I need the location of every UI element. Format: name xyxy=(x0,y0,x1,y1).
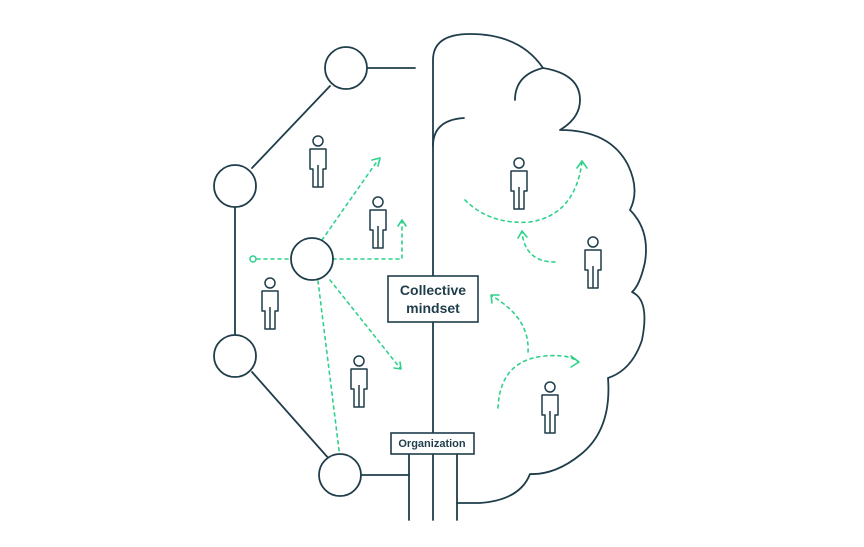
dash-arc-top xyxy=(464,161,583,224)
person-icon xyxy=(369,196,387,249)
arrowhead-arc-top xyxy=(576,160,588,169)
dash-hub-right xyxy=(332,221,403,260)
label-line-1: Collective xyxy=(400,282,466,298)
dash-arc-mid xyxy=(521,231,556,263)
network-edge-lower-diag xyxy=(251,371,331,461)
dash-arc-lower xyxy=(497,354,579,409)
person-icon xyxy=(541,381,559,434)
arrowhead-up xyxy=(371,157,381,167)
source-dot xyxy=(249,255,257,263)
network-edge-upper-diag xyxy=(251,85,331,169)
network-node-hub xyxy=(290,237,334,281)
brain-lobe-curve-upper xyxy=(514,67,544,101)
person-icon xyxy=(584,236,602,289)
dash-hub-down xyxy=(317,280,341,459)
dash-arc-center xyxy=(491,295,529,353)
arrowhead-right xyxy=(397,219,407,227)
person-icon xyxy=(510,157,528,210)
label-line-2: mindset xyxy=(406,300,460,316)
arrowhead-arc-center xyxy=(490,294,500,304)
dash-hub-up xyxy=(321,159,379,241)
network-node-top xyxy=(324,46,368,90)
person-icon xyxy=(309,135,327,188)
network-node-lower-left xyxy=(213,334,257,378)
arrowhead-down-right xyxy=(393,361,402,370)
network-node-bottom xyxy=(318,453,362,497)
person-icon xyxy=(350,355,368,408)
dash-hub-down-right xyxy=(329,279,401,369)
network-node-upper-left xyxy=(213,164,257,208)
organization-label: Organization xyxy=(390,432,475,455)
brain-lobe-curve-mid xyxy=(432,117,465,147)
organization-text: Organization xyxy=(398,438,466,450)
arrowhead-arc-lower xyxy=(570,355,580,368)
arrowhead-arc-mid xyxy=(517,230,528,239)
collective-mindset-label: Collective mindset xyxy=(387,275,479,323)
person-icon xyxy=(261,277,279,330)
